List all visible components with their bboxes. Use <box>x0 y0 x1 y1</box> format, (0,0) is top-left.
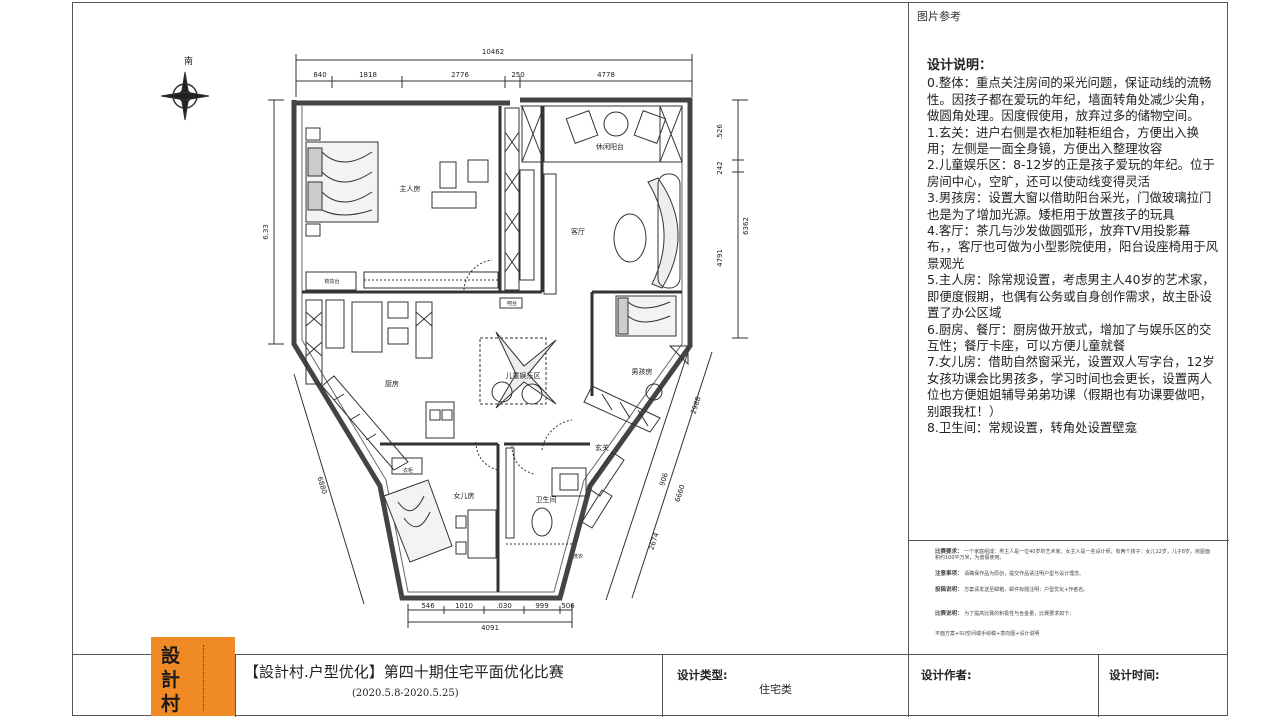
design-note-2: 2.儿童娱乐区：8-12岁的正是孩子爱玩的年纪。位于房间中心，空旷，还可以使动线… <box>927 157 1215 189</box>
label-wardrobe: 衣柜 <box>403 467 413 474</box>
compass-icon <box>160 71 210 121</box>
rules-note-text: 请确保作品为原创，提交作品请注明户型与设计理念。 <box>964 571 1085 577</box>
competition-date-range: (2020.5.8-2020.5.25) <box>352 688 459 699</box>
image-reference-label: 图片参考 <box>917 10 961 23</box>
design-note-6: 6.厨房、餐厅：厨房做开放式，增加了与娱乐区的交互性；餐厅卡座，可以方便儿童就餐 <box>927 321 1212 353</box>
dim-top-5: 4778 <box>597 71 615 79</box>
right-panel: 图片参考 设计说明： 0.整体：重点关注房间的采光问题，保证动线的流畅性。因孩子… <box>908 2 1229 655</box>
rules-requirement: 比赛要求： 一个家庭组成：男主人是一位40岁的艺术家，女主人是一名设计师，有两个… <box>935 549 1215 562</box>
dim-lower-left: 6880 <box>315 476 328 495</box>
type-cell: 设计类型: 住宅类 <box>662 655 908 717</box>
dim-left: 6.33 <box>262 224 270 240</box>
label-bar: 吧台 <box>507 300 517 307</box>
design-type-label: 设计类型: <box>677 668 728 682</box>
rules-note-label: 注意事项： <box>935 571 963 577</box>
rules-requirement-text: 一个家庭组成：男主人是一位40岁的艺术家，女主人是一名设计师，有两个孩子：女儿1… <box>935 549 1211 562</box>
design-author-label: 设计作者: <box>921 668 972 682</box>
dim-bottom-5: 506 <box>561 602 575 610</box>
room-label-master: 主人房 <box>400 184 421 193</box>
design-type-value: 住宅类 <box>759 683 792 696</box>
dim-lower-right-2: 906 <box>658 471 670 487</box>
logo-char-3: 村 <box>161 693 181 715</box>
dim-lower-right-1: 2988 <box>690 396 703 415</box>
dim-lower-right-total: 6660 <box>674 484 687 503</box>
rules-note: 注意事项： 请确保作品为原创，提交作品请注明户型与设计理念。 <box>935 571 1215 577</box>
time-cell: 设计时间: <box>1098 655 1228 717</box>
rules-requirement-label: 比赛要求： <box>935 549 963 555</box>
logo-small-text-icon <box>203 645 232 711</box>
dim-right-1: .526 <box>716 124 724 140</box>
logo-char-2: 計 <box>161 669 181 691</box>
rules-explain: 比赛说明： 为了提高比赛的积极性与含金量，比赛要求如下： <box>935 611 1215 617</box>
design-note-8: 8.卫生间：常规设置，转角处设置壁龛 <box>927 419 1138 435</box>
dim-top-1: 840 <box>313 71 326 79</box>
competition-rules: 比赛要求： 一个家庭组成：男主人是一位40岁的艺术家，女主人是一名设计师，有两个… <box>909 540 1229 655</box>
rules-explain-text: 为了提高比赛的积极性与含金量，比赛要求如下： <box>964 611 1075 617</box>
dim-bottom-4: 999 <box>535 602 548 610</box>
dim-bottom-total: 4091 <box>481 624 499 632</box>
dim-right-total: 6362 <box>742 217 750 235</box>
design-time-label: 设计时间: <box>1109 668 1160 682</box>
dim-total-top: 10462 <box>482 48 504 56</box>
competition-title: 【設計村.户型优化】第四十期住宅平面优化比赛 <box>244 663 564 681</box>
title-cell: 【設計村.户型优化】第四十期住宅平面优化比赛 (2020.5.8-2020.5.… <box>235 655 738 717</box>
room-label-kids-play: 儿童娱乐区 <box>506 371 541 380</box>
rules-explain-label: 比赛说明： <box>935 611 963 617</box>
design-note-5: 5.主人房：除常规设置，考虑男主人40岁的艺术家，即便度假期，也偶有公务或自身创… <box>927 272 1215 321</box>
brand-logo: 設 計 村 <box>151 637 235 716</box>
room-label-girl: 女儿房 <box>454 491 475 500</box>
design-notes-title: 设计说明： <box>927 58 993 73</box>
dim-right-3: 4791 <box>716 249 724 267</box>
dim-bottom-3: .030 <box>496 602 512 610</box>
dim-lower-right-3: 2674 <box>648 531 661 551</box>
design-note-1: 1.玄关：进户右侧是衣柜加鞋柜组合，方便出入换用；左侧是一面全身镜，方便出入整理… <box>927 124 1200 157</box>
floor-plan: 南 10462 840 1818 2776 250 4778 6.33 .526… <box>72 2 908 654</box>
design-note-3: 3.男孩房：设置大窗以借助阳台采光，门做玻璃拉门也是为了增加光源。矮柜用于放置孩… <box>927 190 1212 222</box>
rules-submit-label: 投稿说明： <box>935 587 963 593</box>
label-dressing: 梳妆台 <box>324 278 339 285</box>
design-note-4: 4.客厅：茶几与沙发做圆弧形，放弃TV用投影幕布，，客厅也可做为小型影院使用，阳… <box>927 223 1219 271</box>
room-label-boy: 男孩房 <box>632 367 653 376</box>
room-label-entry: 玄关 <box>595 443 609 452</box>
dim-right-2: 242 <box>716 161 724 174</box>
room-label-living: 客厅 <box>571 227 585 236</box>
logo-char-1: 設 <box>161 645 181 667</box>
rules-submit-text: 方案请发送至邮箱，邮件标题注明：户型优化+作者名。 <box>964 587 1089 593</box>
rules-submit: 投稿说明： 方案请发送至邮箱，邮件标题注明：户型优化+作者名。 <box>935 587 1215 593</box>
label-laundry: 洗衣 <box>573 553 583 560</box>
design-note-0: 0.整体：重点关注房间的采光问题，保证动线的流畅性。因孩子都在爱玩的年纪，墙面转… <box>927 75 1212 124</box>
dim-top-4: 250 <box>511 71 524 79</box>
design-note-7: 7.女儿房：借助自然窗采光，设置双人写字台，12岁女孩功课会比男孩多，学习时间也… <box>927 354 1215 419</box>
title-block: 【設計村.户型优化】第四十期住宅平面优化比赛 (2020.5.8-2020.5.… <box>72 654 1228 717</box>
design-notes: 设计说明： 0.整体：重点关注房间的采光问题，保证动线的流畅性。因孩子都在爱玩的… <box>927 58 1219 436</box>
floor-plan-svg: 南 10462 840 1818 2776 250 4778 6.33 .526… <box>160 48 750 632</box>
rules-bottom-line: 平面方案+SU空间或手绘稿+意向图+设计说明 <box>935 631 1040 637</box>
dim-top-2: 1818 <box>359 71 377 79</box>
drawing-sheet-border <box>72 2 1228 716</box>
author-cell: 设计作者: <box>908 655 1098 717</box>
room-label-kitchen: 厨房 <box>385 379 399 388</box>
dim-bottom-1: 546 <box>421 602 435 610</box>
north-label: 南 <box>184 55 193 67</box>
room-label-balcony: 休闲阳台 <box>596 142 624 151</box>
dim-top-3: 2776 <box>451 71 469 79</box>
room-label-bath: 卫生间 <box>536 495 557 504</box>
dim-bottom-2: 1010 <box>455 602 473 610</box>
